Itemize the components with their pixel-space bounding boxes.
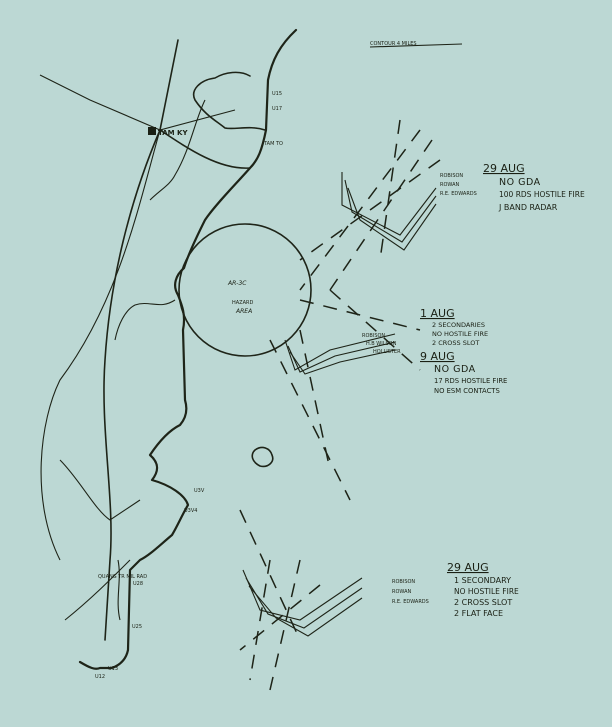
note-date: 29 AUG xyxy=(447,561,489,574)
city-marker xyxy=(148,127,156,135)
note-line: 2 CROSS SLOT xyxy=(454,598,512,607)
note-line: 2 SECONDARIES xyxy=(432,321,485,329)
note-line: 17 RDS HOSTILE FIRE xyxy=(434,377,507,385)
road xyxy=(159,39,179,131)
road xyxy=(64,559,131,621)
station-label: U28 xyxy=(133,581,143,587)
note-date: 9 AUG xyxy=(420,350,455,363)
ship-track-south xyxy=(242,569,363,637)
road xyxy=(40,129,161,561)
station-label: U25 xyxy=(132,624,142,630)
station-label: U12 xyxy=(95,674,105,680)
estuary xyxy=(193,71,266,131)
river xyxy=(114,299,176,341)
ship-name: H.B WILSON xyxy=(366,341,397,347)
note-line: 2 CROSS SLOT xyxy=(432,339,479,347)
note-line: 100 RDS HOSTILE FIRE xyxy=(499,190,585,199)
scale-label: CONTOUR 4 MILES xyxy=(370,41,417,47)
road xyxy=(159,129,251,169)
note-date: 1 AUG xyxy=(420,307,455,320)
ship-track-north xyxy=(341,172,437,251)
ship-name: ROWAN xyxy=(440,182,460,188)
note-south: ROBISON ROWAN R.E. EDWARDS 29 AUG 1 SECO… xyxy=(392,561,519,618)
note-line: 2 FLAT FACE xyxy=(454,609,503,618)
town-label: TAM TO xyxy=(263,141,283,147)
coastline xyxy=(78,28,298,670)
note-date: 29 AUG xyxy=(483,162,525,175)
ship-name: R.E. EDWARDS xyxy=(392,599,429,605)
road xyxy=(39,74,236,131)
river xyxy=(117,559,121,621)
station-label: U3V xyxy=(194,488,205,494)
ship-name: ROBISON xyxy=(440,173,463,179)
note-line: NO HOSTILE FIRE xyxy=(454,587,519,596)
city-label: TAM KY xyxy=(158,129,188,137)
note-line: NO HOSTILE FIRE xyxy=(432,330,488,338)
ship-name: ROWAN xyxy=(392,589,412,595)
ship-track-middle xyxy=(284,333,396,375)
hazard-label: AR-3C xyxy=(227,280,247,287)
note-line: 1 SECONDARY xyxy=(454,576,511,585)
road xyxy=(59,459,141,521)
station-label: U13 xyxy=(108,666,118,672)
ship-name: R.E. EDWARDS xyxy=(440,191,477,197)
note-middle: ROBISON H.B WILSON HOLLISTER 1 AUG 2 SEC… xyxy=(362,307,507,395)
note-line: NO GDA xyxy=(434,364,476,375)
note-line: J BAND RADAR xyxy=(498,203,558,212)
island xyxy=(251,446,274,468)
scale-bar xyxy=(369,43,463,48)
ship-name: ROBISON xyxy=(362,333,385,339)
ship-name: ROBISON xyxy=(392,579,415,585)
station-label: U3V4 xyxy=(184,508,197,514)
hazard-area-circle xyxy=(178,223,312,357)
note-line: NO ESM CONTACTS xyxy=(434,387,500,395)
inland-label: QUANG TR MIL RAD xyxy=(98,574,147,580)
hazard-label: HAZARD xyxy=(232,300,254,306)
ship-name: HOLLISTER xyxy=(373,349,401,355)
note-north: ROBISON ROWAN R.E. EDWARDS 29 AUG NO GDA… xyxy=(440,162,585,212)
road xyxy=(103,129,161,641)
note-line: NO GDA xyxy=(499,177,541,188)
hazard-label: AREA xyxy=(235,308,252,315)
station-label: U17 xyxy=(272,106,282,112)
fire-lines xyxy=(239,119,441,691)
station-label: U15 xyxy=(272,91,282,97)
river xyxy=(149,99,206,201)
